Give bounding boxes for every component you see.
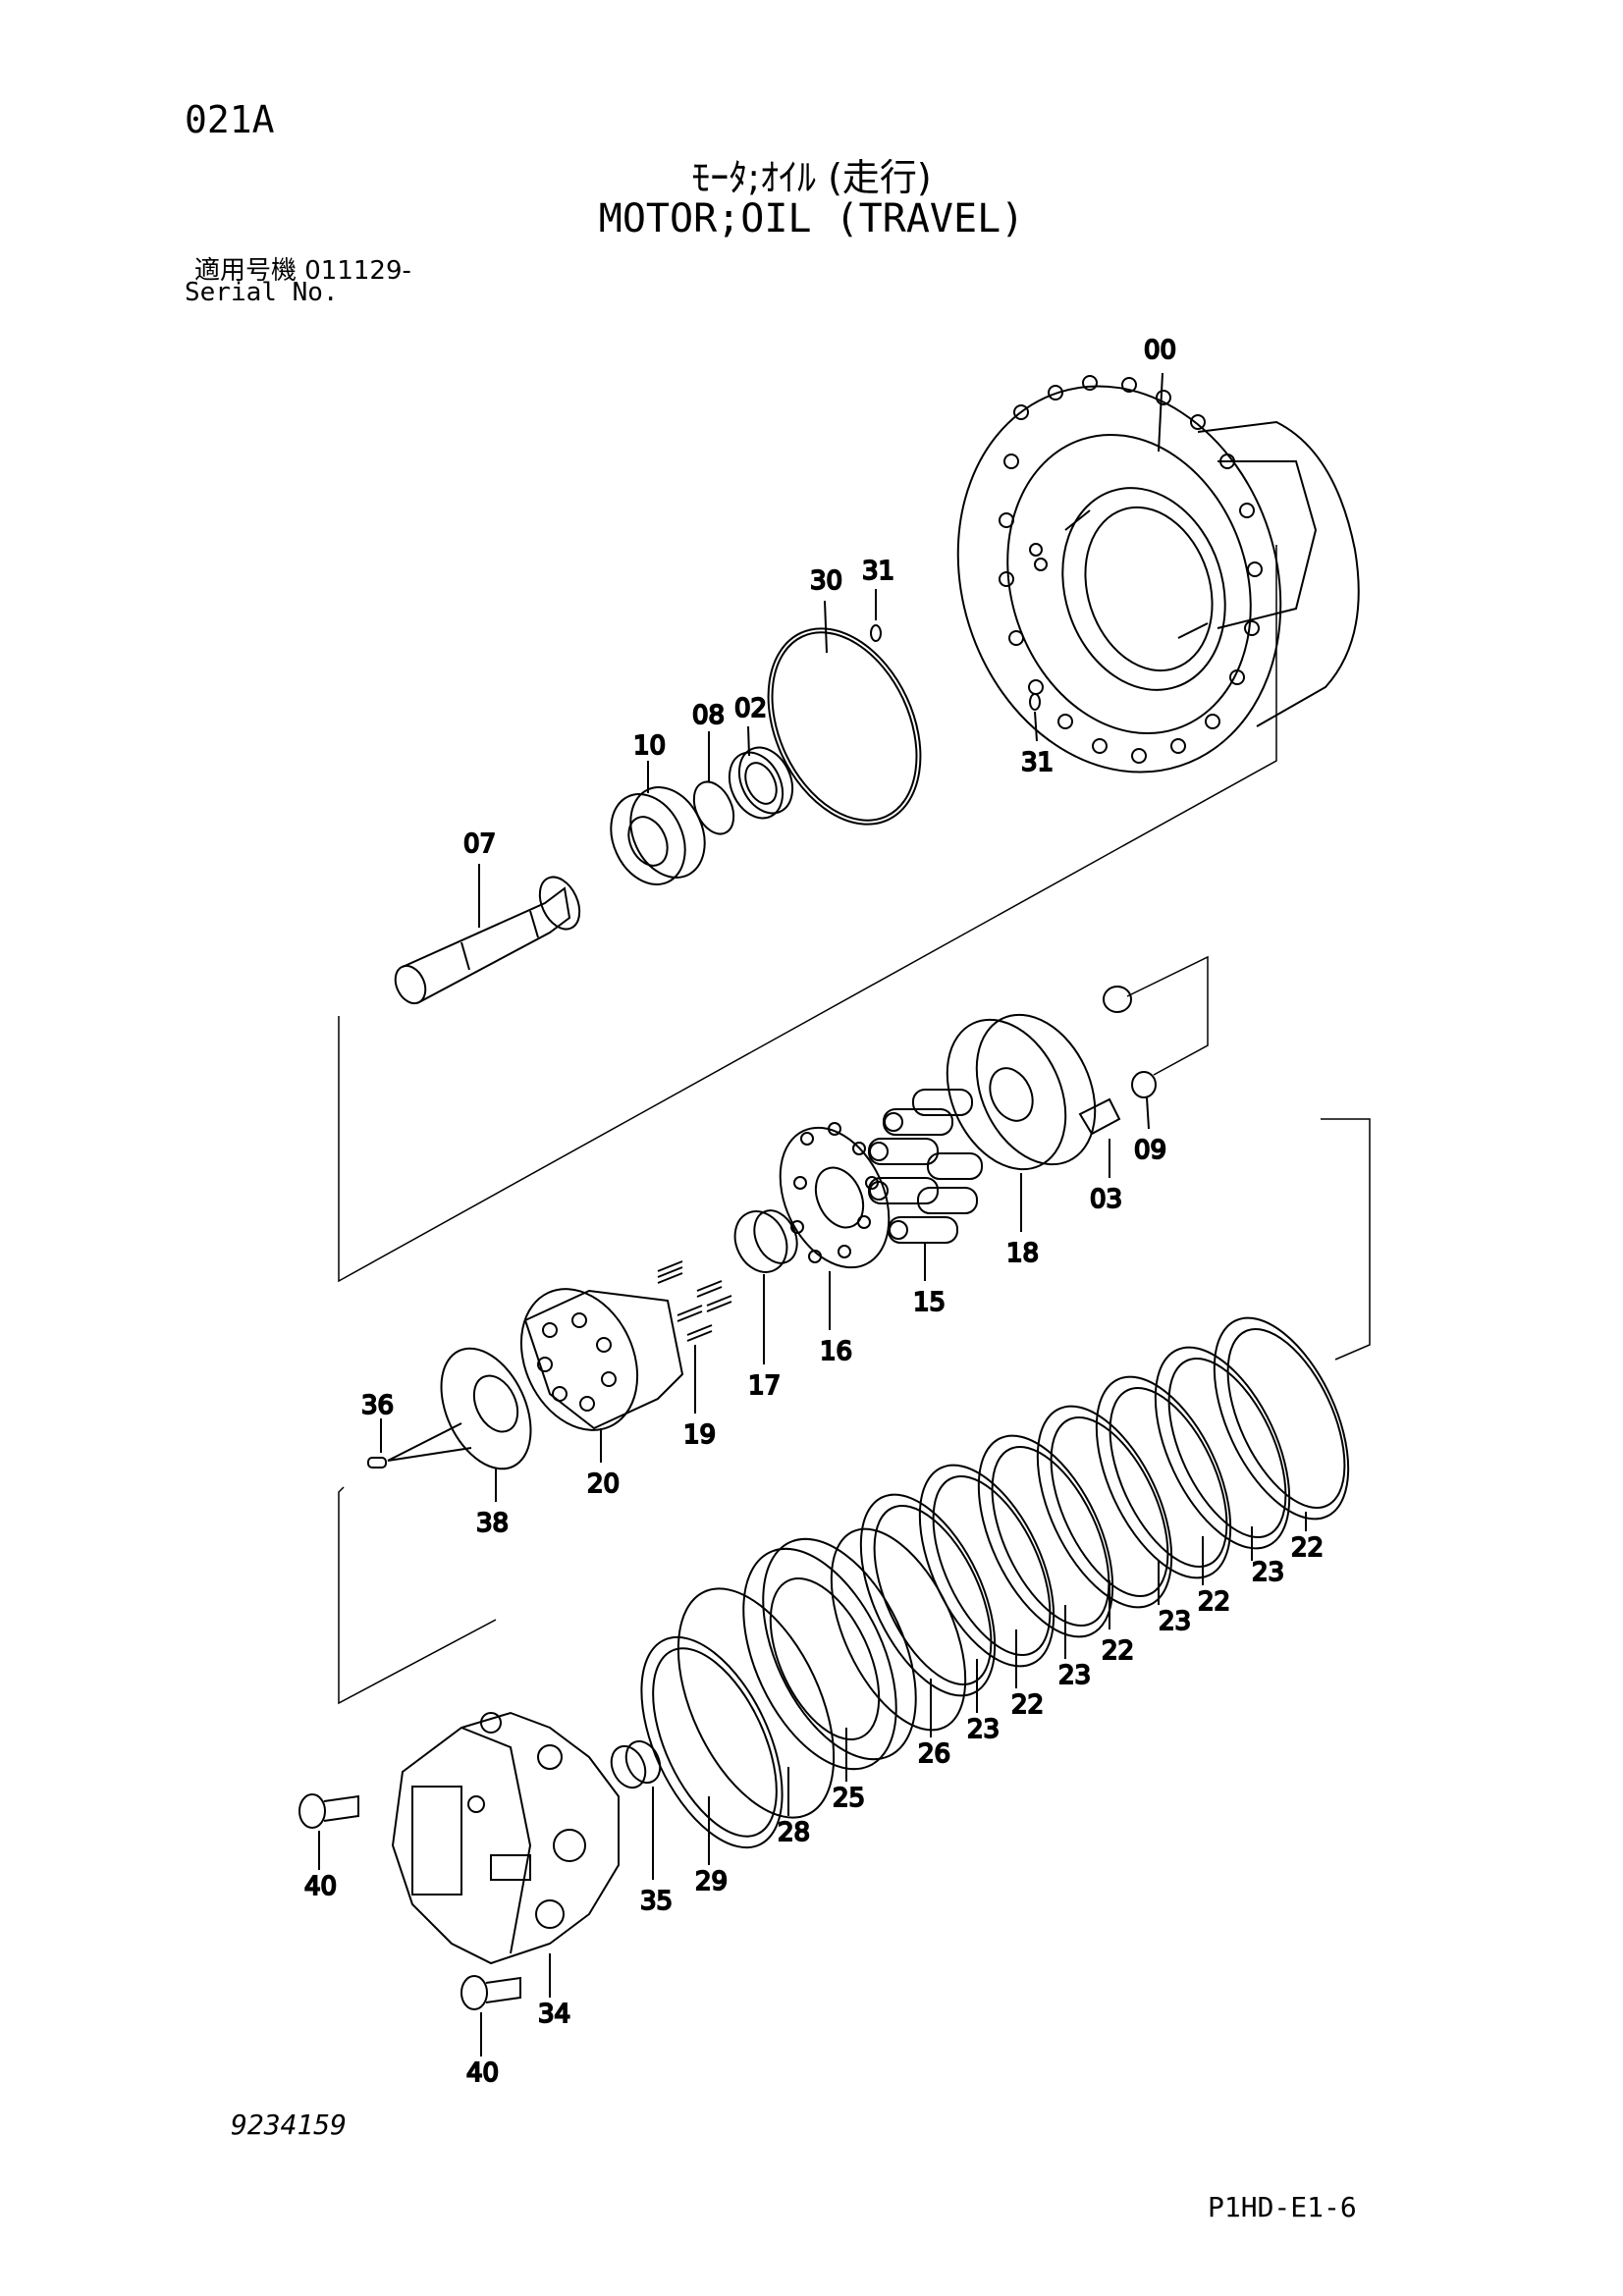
- callout-18: 18: [1006, 1239, 1039, 1268]
- part-02-oil-seal[interactable]: [720, 725, 803, 827]
- callout-31-upper: 31: [862, 557, 894, 586]
- callout-00: 00: [1144, 336, 1176, 365]
- callout-28: 28: [778, 1818, 810, 1847]
- part-15-piston-assembly[interactable]: [868, 1089, 983, 1281]
- guide-line-left: [338, 1486, 497, 1705]
- callout-17: 17: [748, 1371, 781, 1401]
- callout-23-d: 23: [967, 1715, 1000, 1744]
- callout-31-lower: 31: [1021, 748, 1054, 777]
- part-30-large-o-ring[interactable]: [738, 600, 950, 849]
- callout-10: 10: [633, 731, 666, 761]
- callout-38: 38: [476, 1509, 509, 1538]
- part-08-snap-ring[interactable]: [686, 731, 741, 840]
- serial-no-label: Serial No.: [185, 278, 339, 307]
- part-09-pin[interactable]: [1103, 986, 1157, 1130]
- callout-20: 20: [587, 1469, 620, 1499]
- part-40-bolt-upper[interactable]: [298, 1793, 359, 1870]
- callout-40-upper: 40: [304, 1872, 337, 1901]
- part-22-23-plate-stack[interactable]: [834, 1298, 1377, 1716]
- part-18-swash-plate[interactable]: [924, 995, 1117, 1232]
- part-07-shaft[interactable]: [390, 864, 587, 1008]
- callout-23-b: 23: [1159, 1607, 1191, 1636]
- drawing-number: 9234159: [231, 2109, 348, 2141]
- callout-35: 35: [640, 1887, 673, 1916]
- callout-22-c: 22: [1102, 1636, 1134, 1666]
- part-19-springs[interactable]: [657, 1260, 732, 1414]
- guide-line-lower: [1321, 1118, 1371, 1361]
- part-40-bolt-lower[interactable]: [460, 1975, 521, 2056]
- callout-36: 36: [361, 1391, 394, 1420]
- callout-30: 30: [810, 566, 842, 596]
- part-36-pin[interactable]: [367, 1418, 472, 1468]
- title-japanese: ﾓｰﾀ;ｵｲﾙ (走行): [691, 156, 932, 199]
- callout-02: 02: [734, 694, 767, 723]
- guide-line-pin: [1126, 955, 1209, 1076]
- callout-22-a: 22: [1291, 1533, 1324, 1563]
- part-25-brake-piston[interactable]: [712, 1516, 947, 1792]
- callout-08: 08: [692, 701, 725, 730]
- part-03-spring[interactable]: [1078, 1097, 1121, 1178]
- callout-26: 26: [918, 1739, 950, 1769]
- callout-40-lower: 40: [466, 2058, 499, 2088]
- callout-34: 34: [538, 2000, 570, 2029]
- part-35-needle-bearing[interactable]: [605, 1735, 667, 1880]
- part-00-housing[interactable]: [909, 344, 1360, 814]
- guide-line-upper: [338, 545, 1277, 1283]
- callout-19: 19: [683, 1420, 716, 1450]
- callout-22-b: 22: [1198, 1587, 1230, 1617]
- callout-15: 15: [913, 1288, 946, 1317]
- title-english: MOTOR;OIL (TRAVEL): [598, 196, 1025, 241]
- callout-23-a: 23: [1252, 1558, 1284, 1587]
- page-code: 021A: [185, 98, 275, 141]
- callout-22-d: 22: [1011, 1690, 1044, 1720]
- callout-03: 03: [1090, 1185, 1122, 1214]
- part-17-spherical-bushing[interactable]: [726, 1202, 805, 1364]
- callout-16: 16: [820, 1337, 852, 1366]
- part-31-o-ring-upper[interactable]: [870, 589, 882, 642]
- part-38-valve-plate[interactable]: [423, 1334, 548, 1502]
- part-20-cylinder-block[interactable]: [499, 1270, 684, 1463]
- serial-applicable-label: 適用号機 011129-: [194, 256, 411, 286]
- callout-07: 07: [463, 829, 496, 859]
- part-34-valve-cover[interactable]: [391, 1711, 620, 1998]
- callout-09: 09: [1134, 1136, 1166, 1165]
- part-28-o-ring[interactable]: [646, 1565, 865, 1842]
- part-16-retainer-plate[interactable]: [759, 1110, 910, 1330]
- part-31-o-ring-lower[interactable]: [1029, 693, 1041, 742]
- callout-29: 29: [695, 1867, 728, 1896]
- part-26-plate[interactable]: [804, 1509, 994, 1750]
- sheet-code: P1HD-E1-6: [1208, 2191, 1357, 2223]
- part-10-bearing[interactable]: [597, 761, 719, 896]
- callout-25: 25: [833, 1784, 865, 1813]
- callout-23-c: 23: [1058, 1661, 1091, 1690]
